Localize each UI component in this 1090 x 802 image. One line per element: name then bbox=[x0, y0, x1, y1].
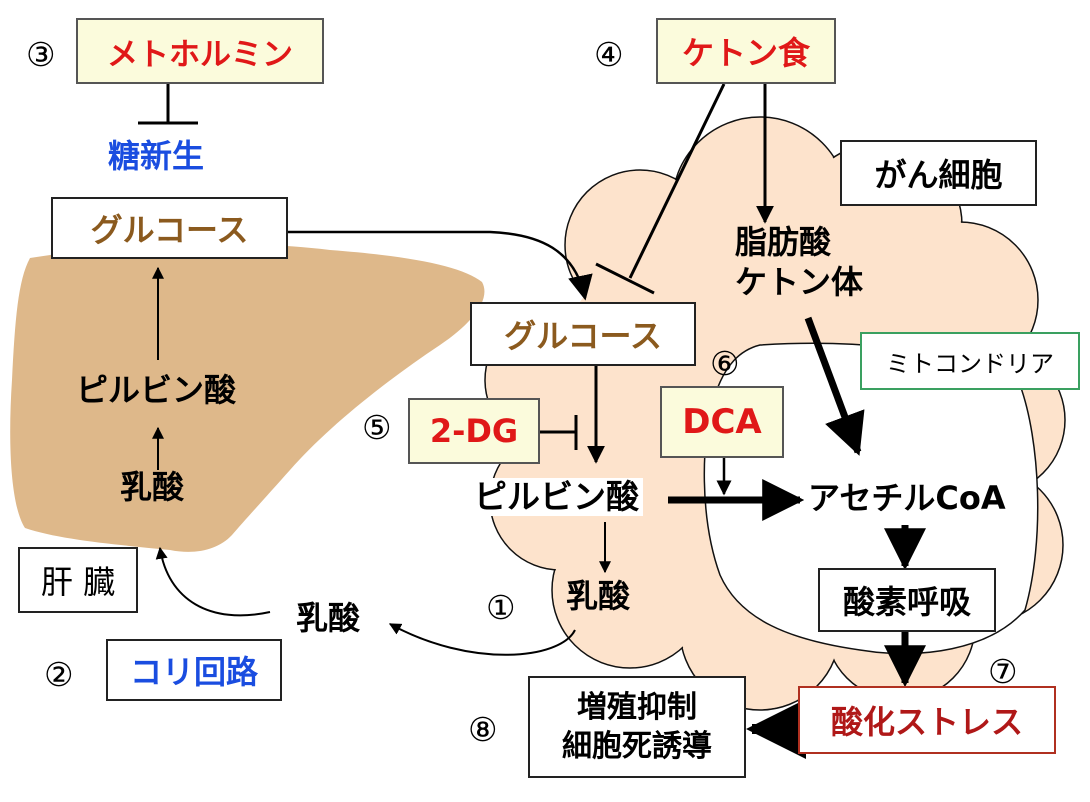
keto-inhibition-bar bbox=[595, 262, 655, 295]
lactate-liver-label: 乳酸 bbox=[120, 468, 185, 506]
outcome-line-2: 細胞死誘導 bbox=[562, 729, 712, 764]
mitochondria-label-box: ミトコンドリア bbox=[860, 332, 1080, 390]
number-7: ⑦ bbox=[988, 652, 1018, 691]
number-5: ⑤ bbox=[362, 408, 392, 447]
dca-box: DCA bbox=[660, 386, 784, 458]
ketone-to-acetylcoa-arrow bbox=[804, 316, 865, 456]
number-3: ③ bbox=[26, 35, 56, 74]
liver-shape bbox=[10, 243, 485, 552]
liver-label-box: 肝 臓 bbox=[18, 547, 138, 613]
fatty-acid-label: 脂肪酸 bbox=[735, 223, 832, 261]
number-4: ④ bbox=[594, 35, 624, 74]
2dg-box: 2-DG bbox=[408, 398, 540, 464]
acetylcoa-label: アセチルCoA bbox=[808, 479, 1006, 517]
oxphos-box: 酸素呼吸 bbox=[818, 568, 996, 632]
glucose-liver-box: グルコース bbox=[51, 197, 288, 259]
lactate-cell-label: 乳酸 bbox=[566, 577, 631, 615]
cancer-cell-label-box: がん細胞 bbox=[840, 140, 1037, 206]
outcome-box: 増殖抑制 細胞死誘導 bbox=[528, 676, 746, 778]
oxidative-stress-box: 酸化ストレス bbox=[798, 686, 1056, 754]
number-2: ② bbox=[44, 655, 74, 694]
glucose-transport-arrow bbox=[288, 230, 593, 301]
number-6: ⑥ bbox=[710, 344, 740, 383]
number-1: ① bbox=[486, 588, 516, 627]
cori-return-arrow bbox=[155, 546, 271, 617]
pyruvate-liver-label: ピルビン酸 bbox=[76, 371, 237, 409]
number-8: ⑧ bbox=[468, 710, 498, 749]
cori-cycle-box: コリ回路 bbox=[106, 639, 282, 701]
glucose-cell-box: グルコース bbox=[470, 302, 696, 366]
keto-inhibition-line bbox=[628, 83, 726, 279]
ketogenic-diet-box: ケトン食 bbox=[656, 18, 836, 84]
outcome-line-1: 増殖抑制 bbox=[577, 690, 697, 725]
metformin-box: メトホルミン bbox=[76, 18, 324, 84]
pyruvate-cell-label: ピルビン酸 bbox=[470, 478, 643, 516]
gluconeogenesis-label: 糖新生 bbox=[108, 137, 205, 175]
lactate-mid-label: 乳酸 bbox=[296, 599, 361, 637]
lactate-export-arrow bbox=[388, 623, 576, 656]
ketone-body-label: ケトン体 bbox=[735, 263, 864, 301]
